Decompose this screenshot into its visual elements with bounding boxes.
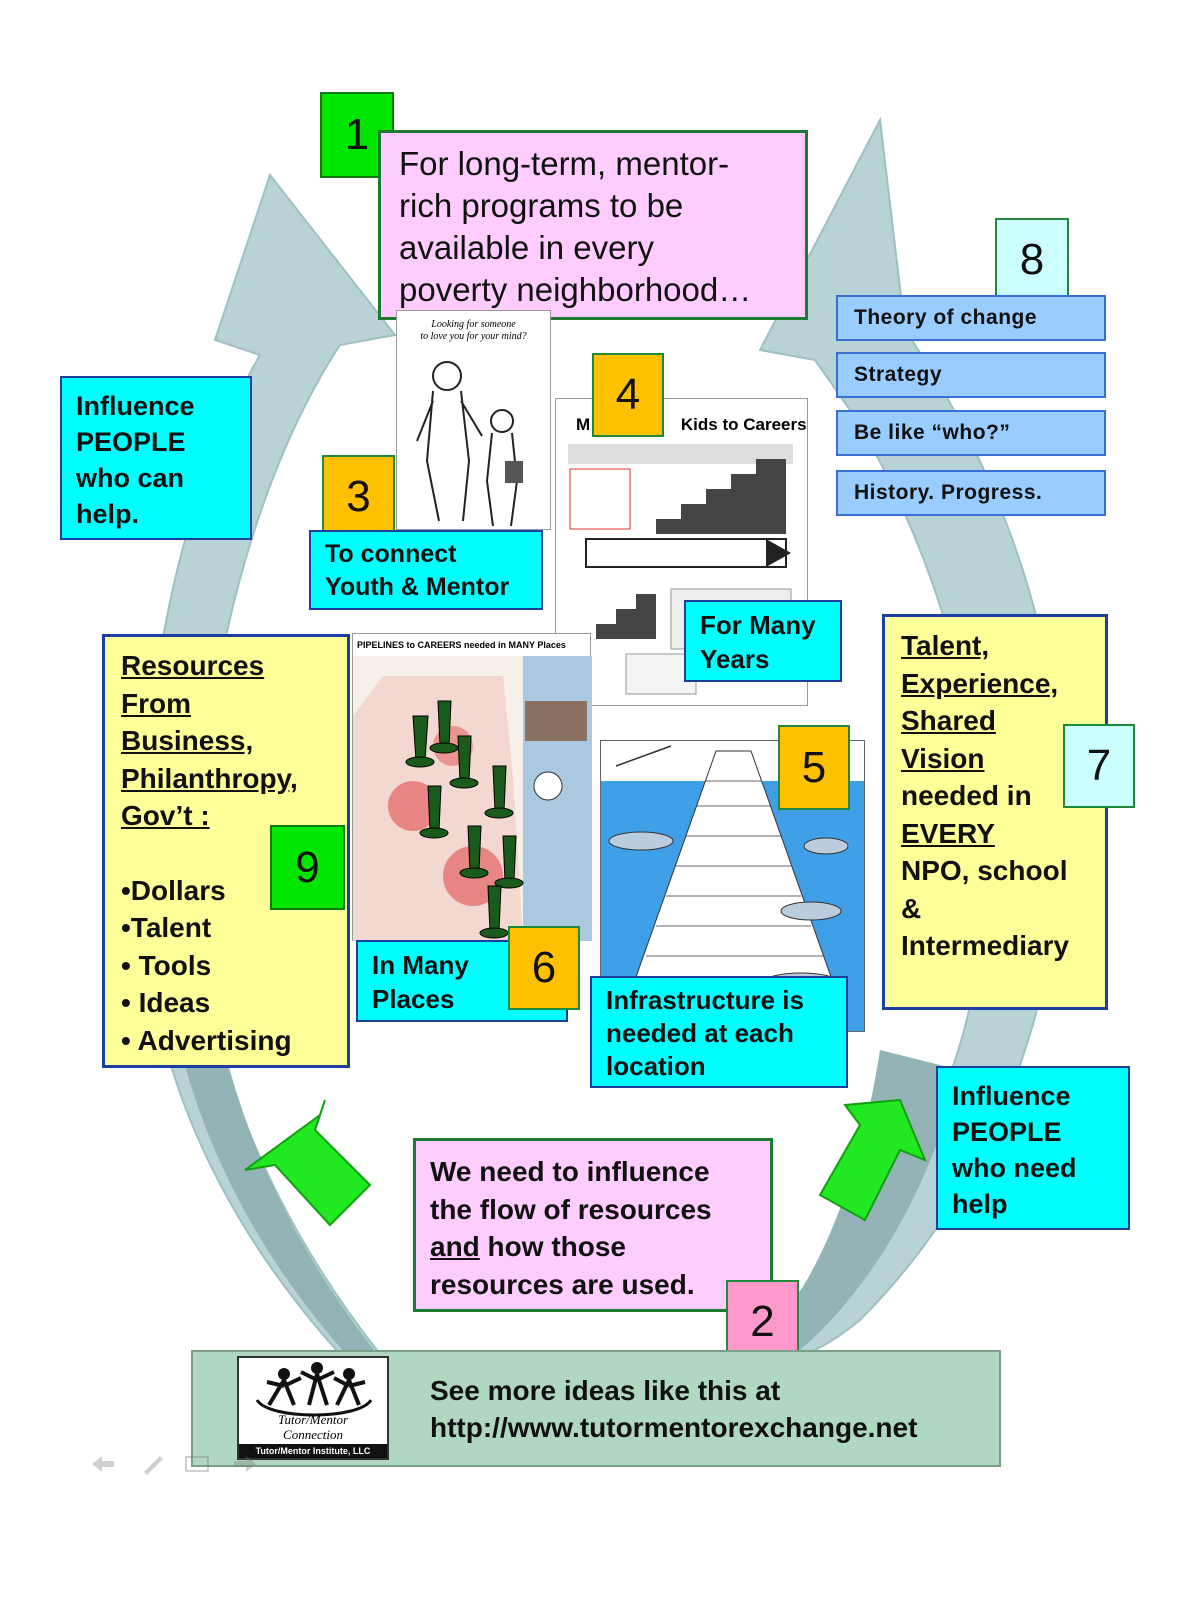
history-progress-bar: History. Progress.: [836, 470, 1106, 516]
resource-item: • Ideas: [121, 987, 211, 1018]
pen-icon: [144, 1456, 163, 1475]
resource-item: •Talent: [121, 912, 212, 943]
number-1-badge: 1: [320, 92, 394, 178]
resources-box: Resources From Business, Philanthropy, G…: [102, 634, 350, 1068]
chicago-map-icon: [353, 656, 592, 941]
talent-line: NPO, school: [901, 855, 1068, 886]
goal-line: available in every: [399, 229, 654, 266]
flow-line: how those: [479, 1231, 627, 1262]
resource-item: • Tools: [121, 949, 212, 981]
logo-text: Tutor/Mentor: [277, 1412, 349, 1427]
influence-line: help.: [76, 499, 140, 529]
resources-line: Gov’t :: [121, 800, 210, 831]
resource-item: •Dollars: [121, 874, 226, 906]
menu-icon: [185, 1456, 209, 1472]
talent-line: Shared: [901, 705, 996, 736]
influence-line: PEOPLE: [952, 1117, 1062, 1147]
infrastructure-line: needed at each: [606, 1018, 794, 1048]
goal-box: For long-term, mentor- rich programs to …: [378, 130, 808, 320]
cartoon-caption: Looking for someone: [431, 319, 516, 330]
number-7-badge: 7: [1063, 724, 1135, 808]
influence-line: help: [952, 1189, 1008, 1219]
talent-line: Intermediary: [901, 930, 1070, 961]
logo-text: Connection: [283, 1427, 343, 1442]
flow-and: and: [430, 1231, 480, 1262]
goal-line: For long-term, mentor-: [399, 145, 730, 182]
talent-line: needed in: [901, 780, 1032, 811]
resources-line: From: [121, 687, 191, 719]
resources-line: Resources: [121, 650, 265, 681]
infrastructure-line: location: [606, 1051, 706, 1081]
influence-line: Influence: [76, 391, 195, 421]
resource-flow-box: We need to influence the flow of resourc…: [413, 1138, 773, 1312]
back-arrow-icon: [92, 1456, 114, 1472]
goal-line: rich programs to be: [399, 187, 684, 224]
connect-youth-box: To connect Youth & Mentor: [309, 530, 543, 610]
number-6-badge: 6: [508, 926, 580, 1010]
talent-box: Talent, Experience, Shared Vision needed…: [882, 614, 1108, 1010]
green-arrow-right: [818, 1098, 927, 1222]
number-5-badge: 5: [778, 725, 850, 810]
connect-line: Youth & Mentor: [325, 573, 510, 601]
places-line: Places: [372, 984, 455, 1014]
talent-line: EVERY: [901, 817, 995, 849]
cartoon-caption: to love you for your mind?: [420, 331, 527, 342]
talent-line: Vision: [901, 742, 985, 774]
places-line: In Many: [372, 950, 469, 980]
theory-of-change-bar: Theory of change: [836, 295, 1106, 341]
flow-line: the flow of resources: [430, 1193, 712, 1225]
footer-line: See more ideas like this at: [430, 1375, 781, 1406]
goal-line: poverty neighborhood…: [399, 271, 752, 308]
strategy-bar: Strategy: [836, 352, 1106, 398]
flow-line: We need to influence: [430, 1156, 710, 1187]
resources-line: Philanthropy,: [121, 762, 298, 794]
mentor-cartoon-image: Looking for someone to love you for your…: [396, 310, 551, 530]
forward-arrow-icon: [234, 1456, 256, 1472]
resource-item: • Advertising: [121, 1024, 292, 1056]
number-3-badge: 3: [322, 455, 395, 538]
influence-line: who need: [952, 1153, 1077, 1183]
influence-helpers-box: Influence PEOPLE who can help.: [60, 376, 252, 540]
map-title: PIPELINES to CAREERS needed in MANY Plac…: [357, 640, 566, 650]
logo-figures-icon: [255, 1362, 373, 1417]
infrastructure-box: Infrastructure is needed at each locatio…: [590, 976, 848, 1088]
green-arrow-left: [244, 1099, 372, 1227]
influence-line: who can: [76, 463, 185, 493]
slide-nav-controls: [88, 1452, 268, 1476]
flow-line: resources are used.: [430, 1268, 695, 1300]
influence-line: PEOPLE: [76, 427, 186, 457]
be-like-who-bar: Be like “who?”: [836, 410, 1106, 456]
influence-line: Influence: [952, 1081, 1071, 1111]
tutor-mentor-logo: Tutor/Mentor Connection Tutor/Mentor Ins…: [237, 1356, 389, 1460]
for-many-years-box: For Many Years: [684, 600, 842, 682]
talent-line: Talent,: [901, 630, 990, 661]
talent-line: Experience,: [901, 667, 1059, 699]
number-9-badge: 9: [270, 825, 345, 910]
talent-line: &: [901, 892, 922, 924]
years-line: Years: [700, 644, 770, 674]
infrastructure-line: Infrastructure is: [606, 985, 804, 1015]
chicago-map-image: PIPELINES to CAREERS needed in MANY Plac…: [352, 633, 592, 941]
careers-title-left: M: [576, 415, 591, 434]
careers-title-right: Kids to Careers: [680, 415, 807, 434]
mentor-cartoon-icon: [416, 361, 523, 527]
website-link[interactable]: http://www.tutormentorexchange.net: [430, 1412, 918, 1443]
number-8-badge: 8: [995, 218, 1069, 302]
connect-line: To connect: [325, 540, 457, 568]
logo-caption: Tutor/Mentor Institute, LLC: [239, 1444, 387, 1458]
years-line: For Many: [700, 610, 816, 640]
influence-needers-box: Influence PEOPLE who need help: [936, 1066, 1130, 1230]
number-4-badge: 4: [592, 353, 664, 437]
footer-text: See more ideas like this at http://www.t…: [430, 1372, 990, 1446]
resources-line: Business,: [121, 725, 254, 756]
